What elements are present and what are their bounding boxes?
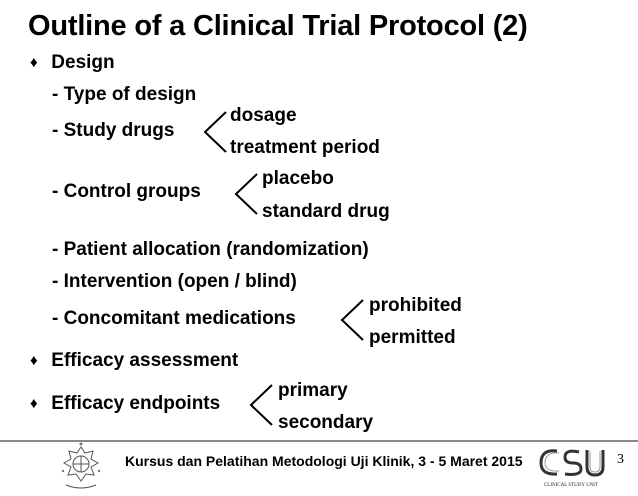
item-concomitant: - Concomitant medications bbox=[52, 308, 296, 329]
diamond-bullet-icon: ♦ bbox=[30, 395, 38, 412]
concomitant-bracket-icon bbox=[339, 298, 365, 342]
branch-treatment-period: treatment period bbox=[230, 137, 380, 158]
footer-course-text: Kursus dan Pelatihan Metodologi Uji Klin… bbox=[125, 453, 523, 469]
control-groups-bracket-icon bbox=[233, 172, 259, 216]
item-intervention: - Intervention (open / blind) bbox=[52, 271, 297, 292]
bullet-efficacy-endpoints: ♦ Efficacy endpoints bbox=[30, 393, 220, 415]
section-design: Design bbox=[51, 52, 115, 73]
diamond-bullet-icon: ♦ bbox=[30, 352, 38, 369]
branch-placebo: placebo bbox=[262, 168, 334, 189]
item-type-of-design: - Type of design bbox=[52, 84, 197, 105]
item-study-drugs: - Study drugs bbox=[52, 120, 175, 141]
diamond-bullet-icon: ♦ bbox=[30, 54, 38, 71]
bullet-design: ♦ Design bbox=[30, 52, 115, 74]
branch-primary: primary bbox=[278, 380, 348, 401]
branch-standard-drug: standard drug bbox=[262, 201, 390, 222]
branch-dosage: dosage bbox=[230, 105, 297, 126]
item-control-groups: - Control groups bbox=[52, 181, 201, 202]
branch-prohibited: prohibited bbox=[369, 295, 462, 316]
study-drugs-bracket-icon bbox=[202, 110, 228, 154]
bullet-efficacy-assessment: ♦ Efficacy assessment bbox=[30, 350, 238, 372]
slide-title: Outline of a Clinical Trial Protocol (2) bbox=[28, 10, 528, 42]
branch-secondary: secondary bbox=[278, 412, 374, 433]
branch-permitted: permitted bbox=[369, 327, 456, 348]
endpoints-bracket-icon bbox=[248, 383, 274, 427]
section-efficacy-endpoints: Efficacy endpoints bbox=[51, 393, 221, 414]
csu-logo-text: CLINICAL STUDY UNIT bbox=[544, 483, 598, 488]
item-patient-allocation: - Patient allocation (randomization) bbox=[52, 239, 369, 260]
section-efficacy-assessment: Efficacy assessment bbox=[51, 350, 239, 371]
university-emblem-icon bbox=[58, 441, 104, 491]
footer-divider bbox=[0, 440, 638, 442]
csu-logo: CLINICAL STUDY UNIT bbox=[535, 443, 607, 489]
page-number: 3 bbox=[617, 452, 624, 467]
